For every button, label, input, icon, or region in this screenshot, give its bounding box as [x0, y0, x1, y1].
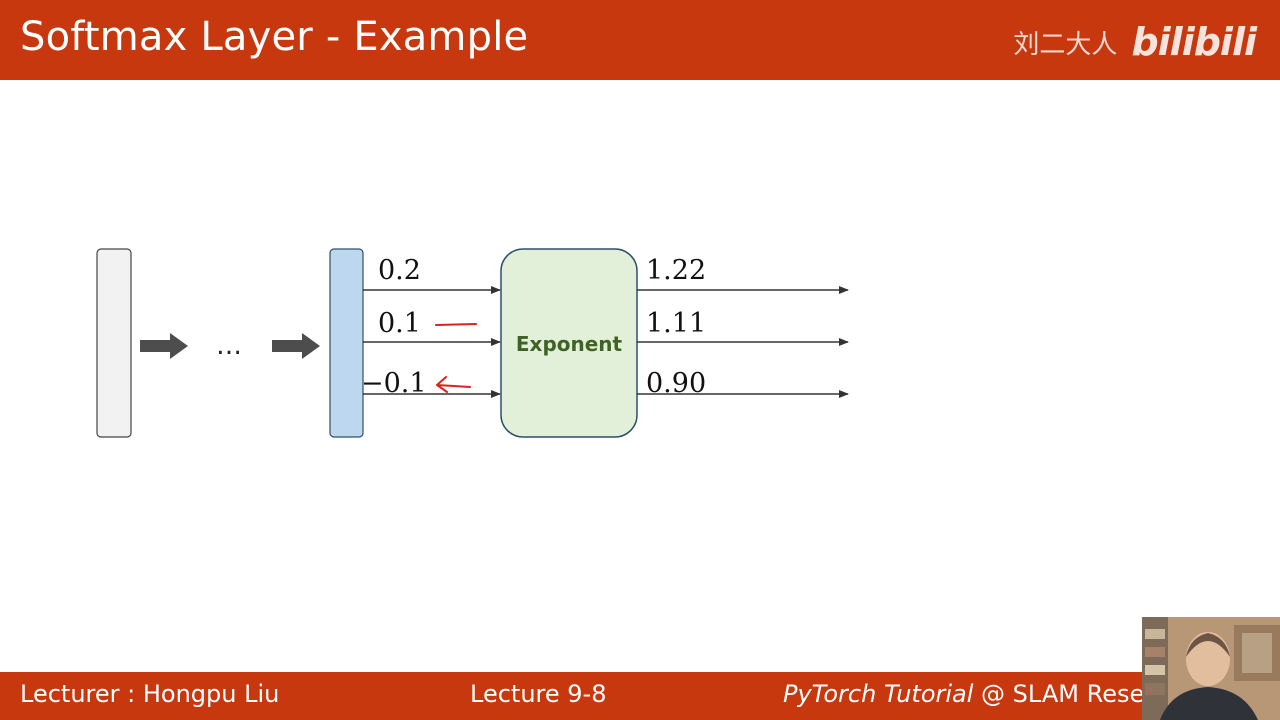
webcam-image: [1142, 617, 1280, 720]
brand-name: 刘二大人: [1013, 29, 1118, 60]
lecturer-webcam: [1142, 617, 1280, 720]
course-italic: PyTorch Tutorial: [783, 680, 974, 708]
course-name: PyTorch Tutorial @ SLAM Resea: [783, 680, 1143, 708]
ellipsis: …: [216, 331, 242, 361]
brand: 刘二大人 bilibili: [1013, 20, 1257, 64]
input-layer: [96, 248, 132, 438]
output-value-1: 1.22: [646, 255, 706, 286]
flow-arrow-1: [140, 333, 188, 359]
exponent-label: Exponent: [516, 332, 623, 356]
course-rest: @ SLAM Resea: [973, 680, 1143, 708]
exponent-box: [500, 248, 638, 438]
output-value-3: 0.90: [646, 368, 706, 399]
lecturer-name: Lecturer : Hongpu Liu: [20, 680, 280, 708]
input-value-3: −0.1: [361, 368, 427, 399]
bilibili-logo: bilibili: [1131, 20, 1257, 64]
handwritten-annotation: [435, 323, 477, 393]
logit-layer: [329, 248, 364, 438]
input-value-2: 0.1: [378, 308, 421, 339]
slide-header: [0, 0, 1280, 80]
slide-title: Softmax Layer - Example: [20, 14, 529, 60]
flow-arrow-2: [272, 333, 320, 359]
slide-footer: [0, 672, 1280, 720]
output-value-2: 1.11: [646, 308, 706, 339]
lecture-number: Lecture 9-8: [470, 680, 607, 708]
input-value-1: 0.2: [378, 255, 421, 286]
